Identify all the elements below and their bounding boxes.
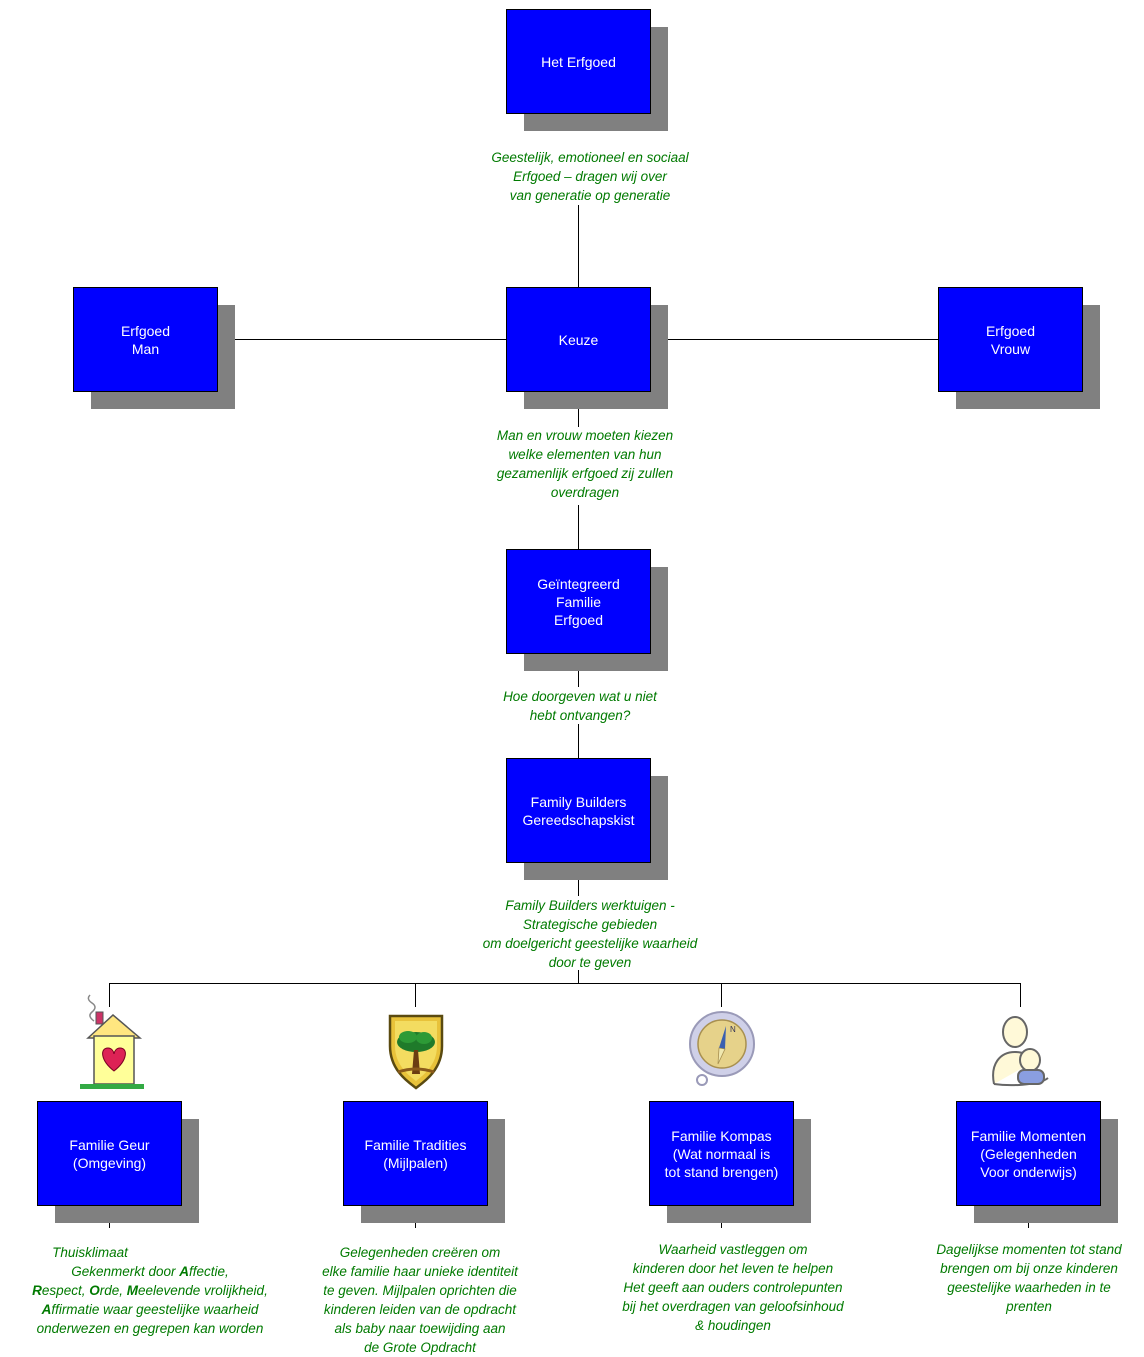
box-het-erfgoed: Het Erfgoed [506,9,651,114]
connector-keuze-caption [578,391,579,427]
caption-erfgoed: Geestelijk, emotioneel en sociaal Erfgoe… [491,150,689,203]
caption-line: Affirmatie waar geestelijke waarheid [41,1302,259,1317]
connector-man-keuze [218,339,506,340]
box-label: Familie Tradities (Mijlpalen) [364,1136,467,1171]
box-keuze: Keuze [506,287,651,392]
caption-keuze: Man en vrouw moeten kiezen welke element… [496,428,674,500]
connector-bus-tradities [415,983,416,1007]
box-label: Geïntegreerd Familie Erfgoed [537,575,620,628]
box-erfgoed-vrouw: Erfgoed Vrouw [938,287,1083,392]
house-heart-icon [80,994,144,1089]
connector-keuze-vrouw [650,339,938,340]
connector-bus [109,983,1021,984]
box-label: Erfgoed Vrouw [985,322,1036,357]
connector-keuze-geintegreerd [578,505,579,549]
box-label: Erfgoed Man [120,322,171,357]
box-familie-tradities: Familie Tradities (Mijlpalen) [343,1101,488,1206]
box-label: Family Builders Gereedschapskist [522,793,635,828]
box-label: Familie Geur (Omgeving) [69,1136,150,1171]
caption-kompas: Waarheid vastleggen om kinderen door het… [622,1242,844,1333]
box-geintegreerd-familie-erfgoed: Geïntegreerd Familie Erfgoed [506,549,651,654]
box-label: Het Erfgoed [541,53,616,70]
caption-geur: Thuisklimaat Gekenmerkt door Affectie, R… [0,1243,300,1338]
caption-line: Respect, Orde, Meelevende vrolijkheid, [32,1283,268,1298]
connector-bus-momenten [1020,983,1021,1007]
shield-tree-icon [388,1014,444,1090]
caption-geintegreerd: Hoe doorgeven wat u niet hebt ontvangen? [503,689,657,723]
box-label: Familie Momenten (Gelegenheden Voor onde… [970,1127,1087,1180]
compass-icon: N [689,1011,755,1086]
caption-line: onderwezen en gegrepen kan worden [36,1321,264,1336]
connector-bus-geur [109,983,110,1007]
caption-tradities: Gelegenheden creëren om elke familie haa… [322,1245,518,1355]
connector-builders-bus [578,970,579,984]
parent-child-icon [992,1016,1049,1087]
box-label: Keuze [558,331,599,348]
box-familie-geur: Familie Geur (Omgeving) [37,1101,182,1206]
caption-momenten: Dagelijkse momenten tot stand brengen om… [936,1242,1122,1314]
box-family-builders: Family Builders Gereedschapskist [506,758,651,863]
connector-bus-kompas [721,983,722,1007]
svg-text:N: N [730,1025,736,1034]
box-familie-momenten: Familie Momenten (Gelegenheden Voor onde… [956,1101,1101,1206]
connector-caption-builders [578,724,579,758]
box-erfgoed-man: Erfgoed Man [73,287,218,392]
connector-erfgoed-keuze [578,205,579,289]
caption-line: Gekenmerkt door Affectie, [71,1264,229,1279]
box-familie-kompas: Familie Kompas (Wat normaal is tot stand… [649,1101,794,1206]
caption-builders: Family Builders werktuigen - Strategisch… [482,898,698,970]
caption-line: Thuisklimaat [52,1245,128,1260]
box-label: Familie Kompas (Wat normaal is tot stand… [664,1127,779,1180]
